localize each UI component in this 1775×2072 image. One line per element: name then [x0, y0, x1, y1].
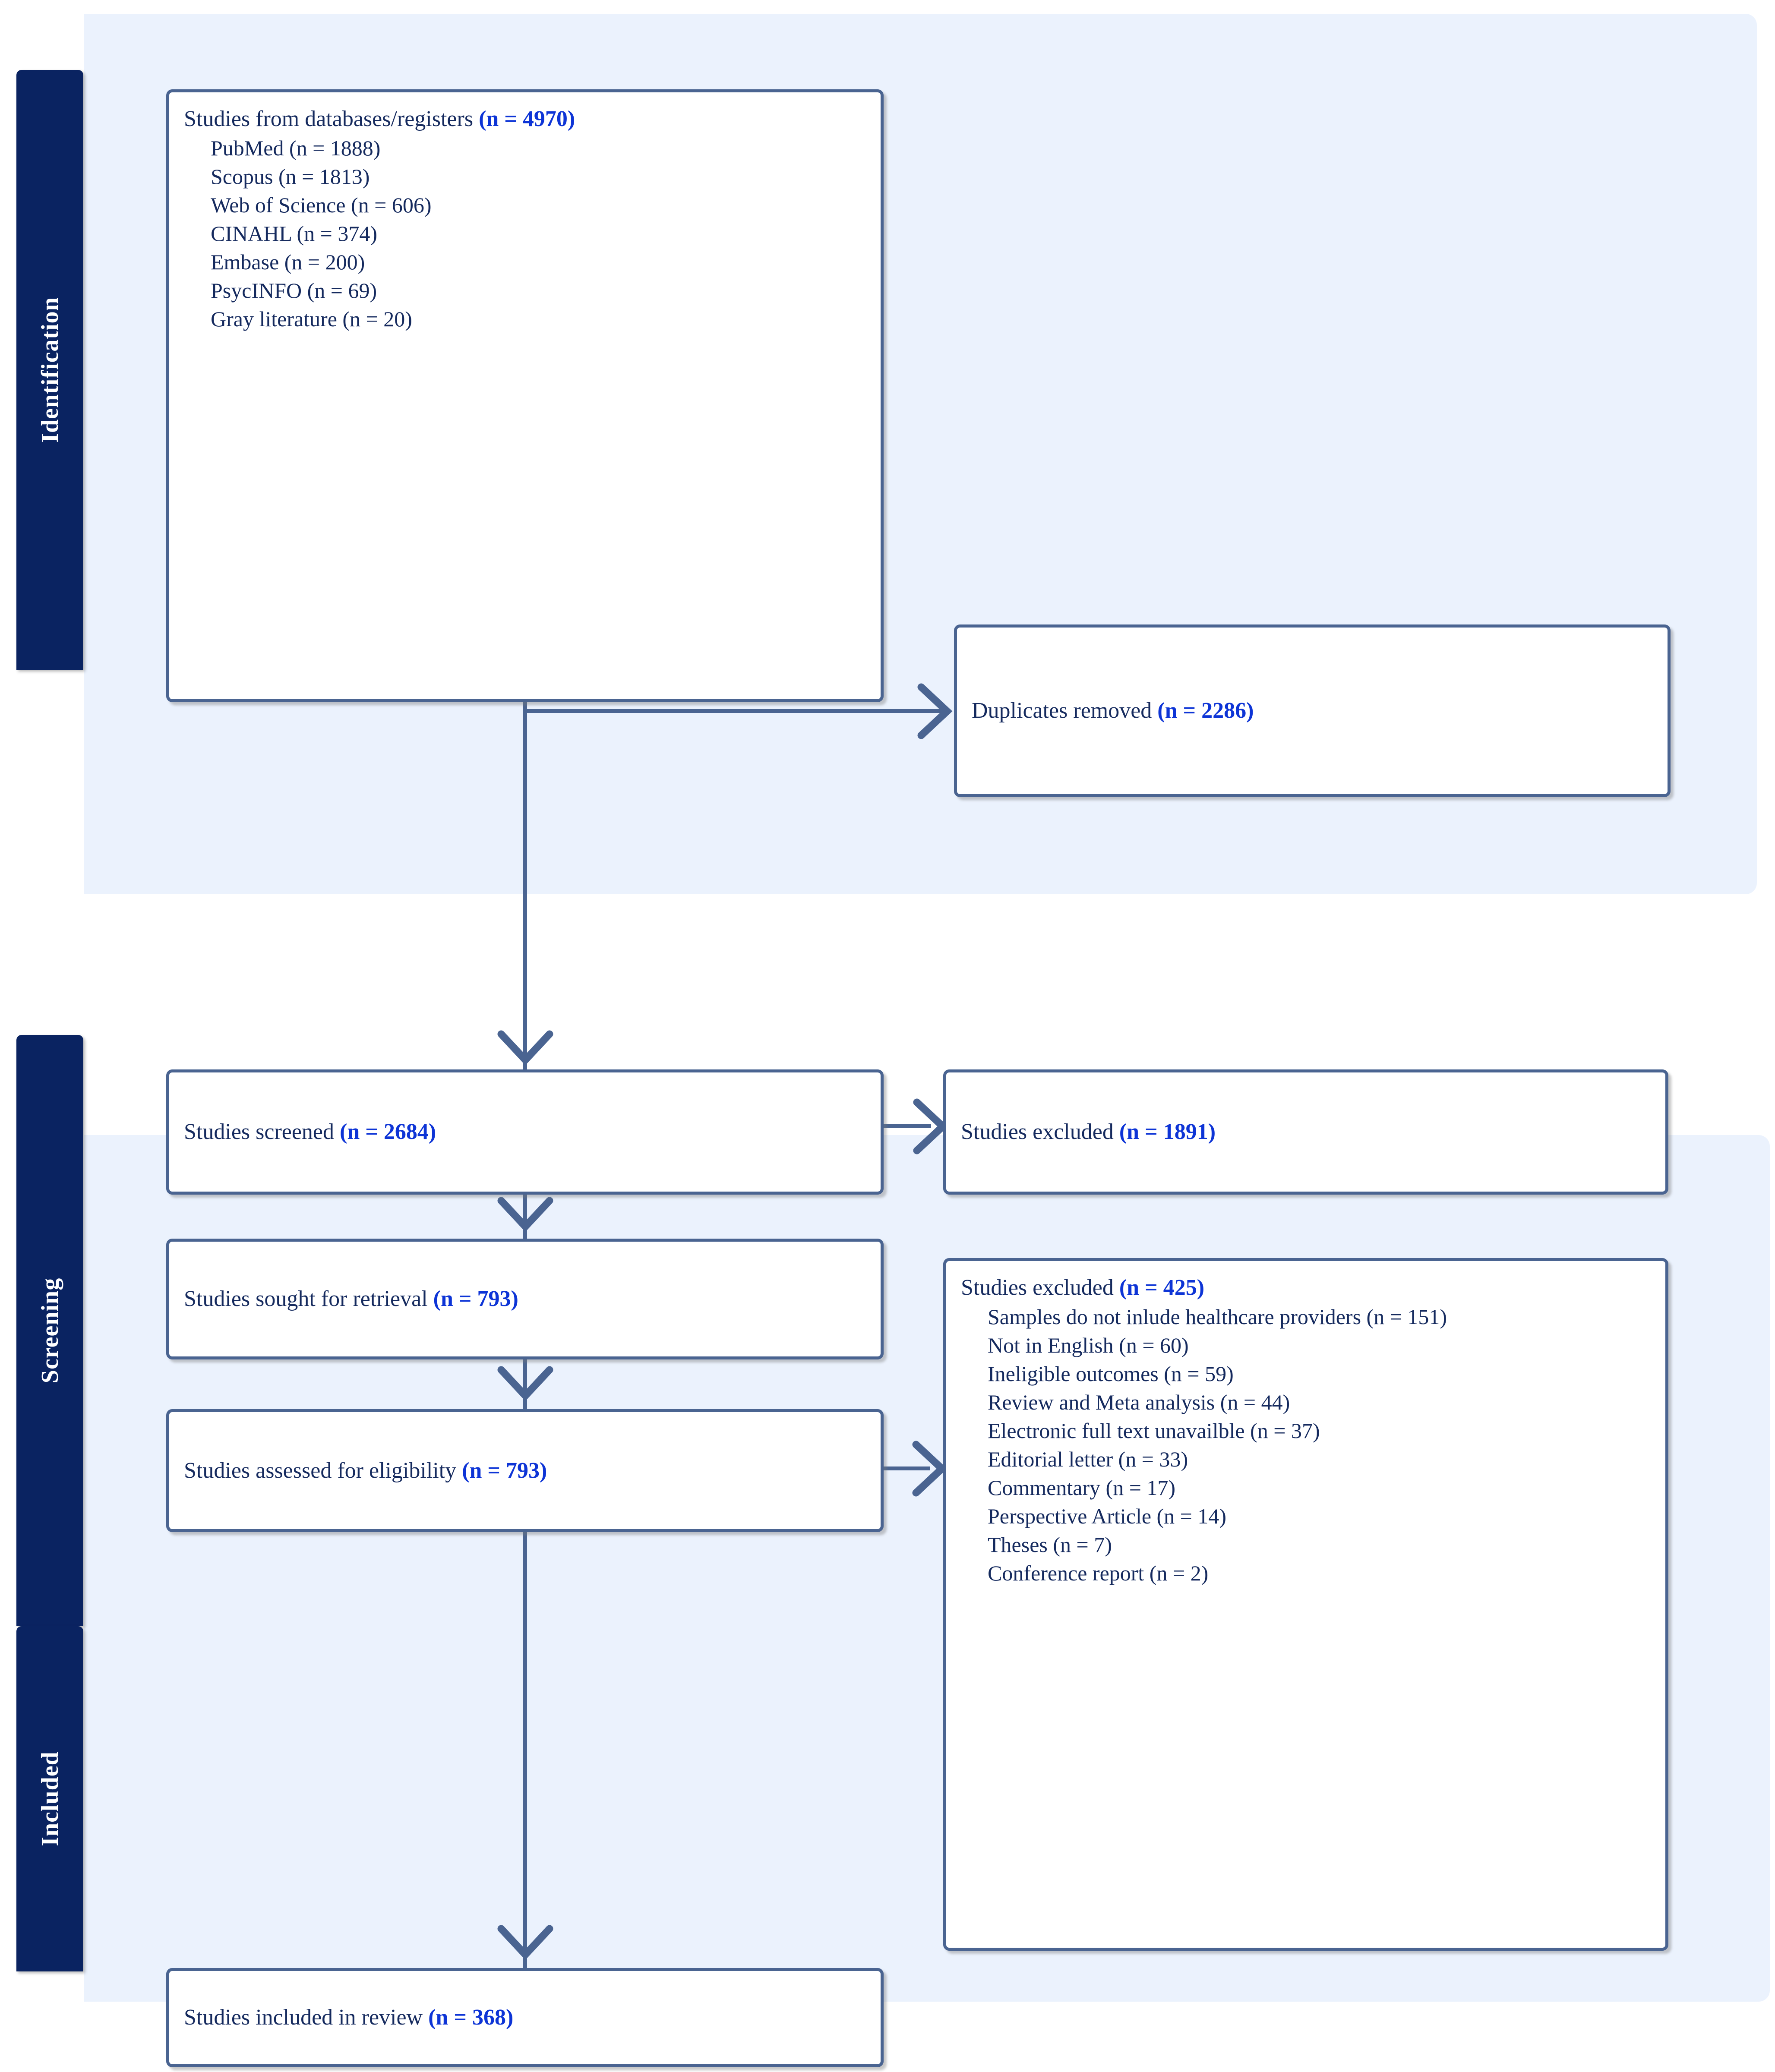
arrowhead-right-excluded-screening — [913, 1098, 948, 1154]
box-sought-line: Studies sought for retrieval (n = 793) — [184, 1284, 866, 1314]
box-studies-excluded-screening: Studies excluded (n = 1891) — [943, 1069, 1668, 1195]
box-assessed-title: Studies assessed for eligibility — [184, 1458, 462, 1483]
box-databases-title: Studies from databases/registers — [184, 107, 479, 131]
phase-label-screening: Screening — [36, 1277, 63, 1384]
connector-databases-to-screened — [523, 702, 527, 1071]
exclusion-reason-conference-report: Conference report (n = 2) — [988, 1561, 1209, 1585]
source-item-pubmed: PubMed (n = 1888) — [211, 136, 381, 160]
exclusion-reason-full-text-unavailable: Electronic full text unavailble (n = 37) — [988, 1418, 1320, 1443]
arrowhead-right-excluded-eligibility — [912, 1441, 948, 1497]
phase-tab-identification: Identification — [16, 70, 83, 670]
exclusion-reason-ineligible-outcomes: Ineligible outcomes (n = 59) — [988, 1361, 1234, 1386]
box-studies-assessed-for-eligibility: Studies assessed for eligibility (n = 79… — [166, 1409, 884, 1532]
box-studies-included-in-review: Studies included in review (n = 368) — [166, 1968, 884, 2067]
box-screened-line: Studies screened (n = 2684) — [184, 1117, 866, 1147]
phase-tab-included: Included — [16, 1626, 83, 1971]
exclusion-reason-commentary: Commentary (n = 17) — [988, 1475, 1176, 1500]
arrowhead-down-assessed — [497, 1366, 553, 1401]
box-studies-sought-for-retrieval: Studies sought for retrieval (n = 793) — [166, 1239, 884, 1359]
arrowhead-right-duplicates — [917, 683, 953, 739]
source-item-cinahl: CINAHL (n = 374) — [211, 221, 378, 246]
exclusion-reason-editorial-letter: Editorial letter (n = 33) — [988, 1447, 1188, 1471]
exclusion-reason-not-in-english: Not in English (n = 60) — [988, 1333, 1189, 1357]
exclusion-reason-theses: Theses (n = 7) — [988, 1532, 1112, 1557]
box-excluded-eligibility-count: (n = 425) — [1119, 1275, 1205, 1300]
source-item-web-of-science: Web of Science (n = 606) — [211, 192, 432, 217]
exclusion-reason-samples: Samples do not inlude healthcare provide… — [988, 1304, 1447, 1329]
box-included-line: Studies included in review (n = 368) — [184, 2003, 866, 2032]
arrowhead-down-sought — [497, 1197, 553, 1232]
box-assessed-count: (n = 793) — [462, 1458, 547, 1483]
connector-databases-to-duplicates — [523, 709, 942, 713]
connector-screened-to-excluded — [884, 1124, 931, 1128]
arrowhead-down-screened — [497, 1030, 553, 1066]
arrowhead-down-included — [497, 1925, 553, 1960]
box-duplicates-removed: Duplicates removed (n = 2286) — [954, 624, 1671, 797]
box-studies-screened: Studies screened (n = 2684) — [166, 1069, 884, 1195]
phase-label-identification: Identification — [36, 297, 63, 443]
source-item-scopus: Scopus (n = 1813) — [211, 164, 370, 189]
exclusion-reason-perspective-article: Perspective Article (n = 14) — [988, 1504, 1227, 1528]
box-included-count: (n = 368) — [428, 2005, 514, 2030]
box-excluded-screening-count: (n = 1891) — [1119, 1120, 1216, 1145]
box-excluded-screening-line: Studies excluded (n = 1891) — [961, 1117, 1651, 1147]
box-duplicates-count: (n = 2286) — [1157, 698, 1254, 723]
source-item-gray-literature: Gray literature (n = 20) — [211, 306, 412, 331]
box-databases-count: (n = 4970) — [479, 107, 575, 131]
connector-assessed-to-included — [523, 1532, 527, 1969]
box-screened-count: (n = 2684) — [340, 1120, 436, 1145]
box-databases-title-line: Studies from databases/registers (n = 49… — [184, 104, 866, 134]
box-studies-excluded-eligibility: Studies excluded (n = 425) Samples do no… — [943, 1258, 1668, 1951]
box-sought-count: (n = 793) — [433, 1287, 518, 1312]
source-item-embase: Embase (n = 200) — [211, 249, 365, 274]
connector-assessed-to-excluded — [884, 1466, 930, 1470]
box-studies-from-databases: Studies from databases/registers (n = 49… — [166, 89, 884, 702]
box-assessed-line: Studies assessed for eligibility (n = 79… — [184, 1456, 866, 1485]
box-duplicates-title: Duplicates removed — [972, 698, 1158, 723]
phase-label-included: Included — [36, 1751, 63, 1846]
source-item-psycinfo: PsycINFO (n = 69) — [211, 278, 377, 303]
box-included-title: Studies included in review — [184, 2005, 429, 2030]
connector-sought-to-assessed — [523, 1359, 527, 1410]
box-excluded-eligibility-line: Studies excluded (n = 425) — [961, 1273, 1651, 1302]
box-screened-title: Studies screened — [184, 1120, 340, 1145]
box-excluded-eligibility-title: Studies excluded — [961, 1275, 1119, 1300]
connector-screened-to-sought — [523, 1195, 527, 1240]
box-excluded-screening-title: Studies excluded — [961, 1120, 1119, 1145]
box-sought-title: Studies sought for retrieval — [184, 1287, 433, 1312]
phase-tab-screening: Screening — [16, 1035, 83, 1626]
exclusion-reason-review-meta-analysis: Review and Meta analysis (n = 44) — [988, 1390, 1290, 1414]
box-duplicates-line: Duplicates removed (n = 2286) — [972, 696, 1653, 725]
